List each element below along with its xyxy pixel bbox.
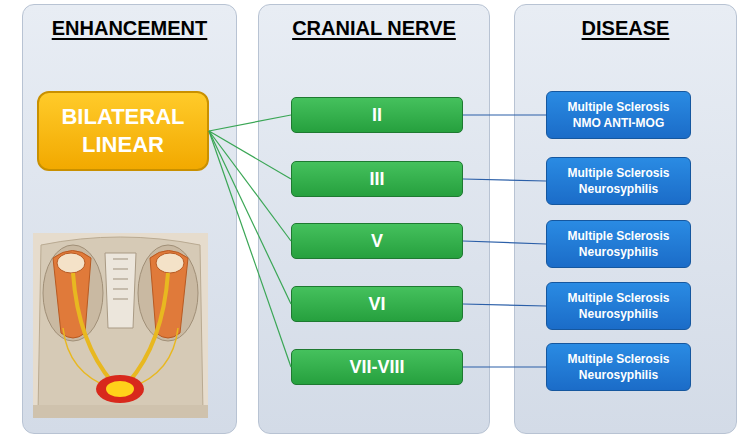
cranial-nerve-box: II xyxy=(291,97,463,133)
box-label: Multiple Sclerosis Neurosyphilis xyxy=(555,228,682,260)
cranial-nerve-box: III xyxy=(291,161,463,197)
box-label: BILATERAL LINEAR xyxy=(47,103,199,159)
connector-line xyxy=(209,131,291,367)
box-label: VII-VIII xyxy=(349,357,404,378)
column-panel: CRANIAL NERVEIIIIIVVIVII-VIII xyxy=(258,4,490,434)
connector-line xyxy=(209,131,291,241)
disease-box: Multiple Sclerosis Neurosyphilis xyxy=(546,157,691,205)
disease-box: Multiple Sclerosis Neurosyphilis xyxy=(546,220,691,268)
skull-base-illustration xyxy=(33,233,208,418)
connector-line xyxy=(209,115,291,131)
box-label: VI xyxy=(368,294,385,315)
connector-line xyxy=(463,241,546,244)
cranial-nerve-box: V xyxy=(291,223,463,259)
column-panel: DISEASE Multiple Sclerosis NMO ANTI-MOG Mu… xyxy=(514,4,737,434)
box-label: Multiple Sclerosis Neurosyphilis xyxy=(555,351,682,383)
connector-line xyxy=(463,366,546,367)
enhancement-box: BILATERAL LINEAR xyxy=(37,91,209,171)
box-label: II xyxy=(372,105,382,126)
cranial-nerve-box: VII-VIII xyxy=(291,349,463,385)
connector-line xyxy=(463,179,546,181)
connector-line xyxy=(463,114,546,115)
box-label: Multiple Sclerosis NMO ANTI-MOG xyxy=(555,99,682,131)
column-heading: DISEASE xyxy=(515,17,736,40)
disease-box: Multiple Sclerosis Neurosyphilis xyxy=(546,343,691,391)
connector-line xyxy=(209,131,291,304)
box-label: Multiple Sclerosis Neurosyphilis xyxy=(555,290,682,322)
connector-line xyxy=(209,131,291,179)
column-heading: CRANIAL NERVE xyxy=(259,17,489,40)
column-heading: ENHANCEMENT xyxy=(23,17,236,40)
box-label: III xyxy=(369,169,384,190)
cranial-nerve-box: VI xyxy=(291,286,463,322)
disease-box: Multiple Sclerosis Neurosyphilis xyxy=(546,282,691,330)
connector-line xyxy=(463,304,546,306)
box-label: V xyxy=(371,231,383,252)
box-label: Multiple Sclerosis Neurosyphilis xyxy=(555,165,682,197)
disease-box: Multiple Sclerosis NMO ANTI-MOG xyxy=(546,91,691,139)
